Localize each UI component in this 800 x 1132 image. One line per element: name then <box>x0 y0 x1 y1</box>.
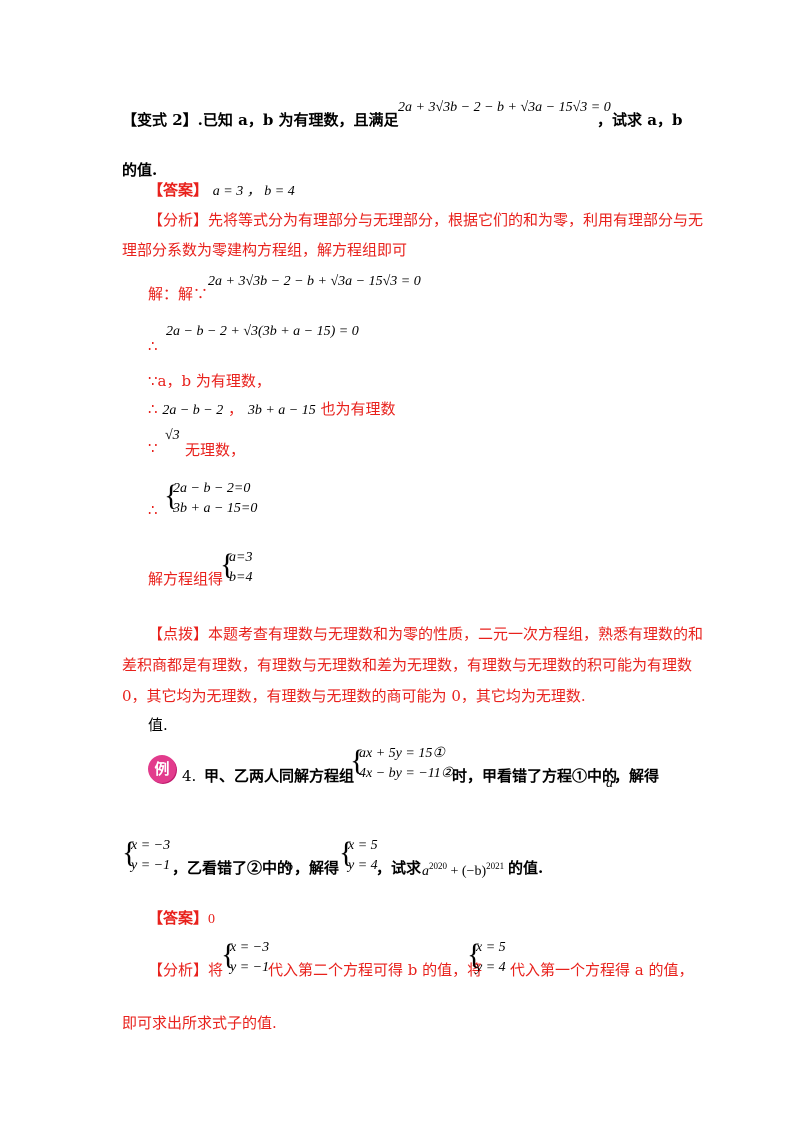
solution-step4: ∴ 2a − b − 2 ， 3b + a − 15 也为有理数 <box>148 399 396 421</box>
example4-var-b: b <box>286 860 293 875</box>
example4-text5: ，解得 <box>294 859 340 877</box>
analysis2-line2: 即可求出所求式子的值. <box>122 1014 277 1032</box>
example-badge: 例 <box>148 755 176 783</box>
example4-text2: 时，甲看错了方程①中的 <box>452 767 618 785</box>
example4-text4: ，乙看错了②中的 <box>172 859 293 877</box>
example4-text7: 的值. <box>508 859 544 877</box>
answer1-value: a = 3 ， b = 4 <box>212 184 295 199</box>
variant2-line2: 的值. <box>122 161 158 179</box>
system2-row1: a=3 <box>229 550 253 565</box>
expr-base1: a <box>422 864 429 879</box>
solution-step4-prefix: ∴ <box>148 400 158 418</box>
analysis2-sysA-row1: x = −3 <box>230 940 270 955</box>
analysis2-sysB-row1: x = 5 <box>476 940 506 955</box>
example4-sysB-row2: y = 4 <box>348 858 378 873</box>
answer2: 【答案】0 <box>148 908 215 930</box>
tip1-line3: 0，其它均为无理数，有理数与无理数的商可能为 0，其它均为无理数. <box>122 687 586 705</box>
expr-exp1: 2020 <box>429 861 447 871</box>
solution-step2-prefix: ∴ <box>148 337 158 355</box>
solution-step4-expr2: 3b + a − 15 <box>247 403 316 418</box>
system2-row2: b=4 <box>229 570 253 585</box>
tip1-line4: 值. <box>148 716 168 734</box>
example4-system: { ax + 5y = 15① 4x − by = −11② <box>350 744 454 781</box>
variant2-equation: 2a + 3√3b − 2 − b + √3a − 15√3 = 0 <box>398 100 611 115</box>
expr-exp2: 2021 <box>486 861 505 871</box>
solution-step5-expr: √3 <box>165 428 180 443</box>
example4-var-a: a <box>606 776 613 791</box>
solution-step4-expr1: 2a − b − 2 <box>162 403 224 418</box>
solution-step1-prefix: 解：解∵ <box>148 285 209 303</box>
analysis2-mid: 代入第二个方程可得 b 的值，将 <box>268 961 483 979</box>
analysis1-line1: 【分析】先将等式分为有理部分与无理部分，根据它们的和为零，利用有理部分与无 <box>148 211 704 229</box>
answer1-label: 【答案】 <box>148 181 209 199</box>
system1-row1: 2a − b − 2=0 <box>173 481 251 496</box>
tip1-line1: 【点拨】本题考查有理数与无理数和为零的性质，二元一次方程组，熟悉有理数的和 <box>148 625 704 643</box>
answer2-value: 0 <box>208 912 216 927</box>
solution-system2: { a=3 b=4 <box>220 548 253 585</box>
example4-sysB-row1: x = 5 <box>348 838 378 853</box>
example4-number: 4. <box>182 767 197 785</box>
example4-system-row1: ax + 5y = 15① <box>359 746 445 761</box>
solution-step4-sep: ， <box>228 400 244 418</box>
solution-step2-eq: 2a − b − 2 + √3(3b + a − 15) = 0 <box>166 324 359 339</box>
solution-step7-prefix: 解方程组得 <box>148 570 224 588</box>
solution-step5-suffix: 无理数， <box>185 441 246 459</box>
tip1-line2: 差积商都是有理数，有理数与无理数和差为无理数，有理数与无理数的积可能为有理数 <box>122 656 693 674</box>
analysis1-line2: 理部分系数为零建构方程组，解方程组即可 <box>122 241 408 259</box>
example4-sysA-row2: y = −1 <box>131 858 171 873</box>
analysis2-sysB: { x = 5 y = 4 <box>467 938 506 975</box>
solution-step5-prefix: ∵ <box>148 439 158 457</box>
expr-mid: + (−b) <box>447 864 487 879</box>
analysis2-sysB-row2: y = 4 <box>476 960 506 975</box>
solution-step4-suffix: 也为有理数 <box>320 400 396 418</box>
solution-step6-prefix: ∴ <box>148 501 158 519</box>
example4-system-row2: 4x − by = −11② <box>359 766 454 781</box>
example4-sysA: { x = −3 y = −1 <box>122 836 171 873</box>
analysis2-sysA: { x = −3 y = −1 <box>221 938 270 975</box>
example4-sysB: { x = 5 y = 4 <box>339 836 378 873</box>
variant2-prefix: 【变式 2】.已知 a，b 为有理数，且满足 <box>122 111 399 129</box>
solution-step3: ∵a，b 为有理数， <box>148 372 271 390</box>
analysis2-sysA-row2: y = −1 <box>230 960 270 975</box>
analysis2-prefix: 【分析】将 <box>148 961 224 979</box>
example4-sysA-row1: x = −3 <box>131 838 171 853</box>
example4-expression: a2020 + (−b)2021 <box>422 856 504 882</box>
solution-step1-eq: 2a + 3√3b − 2 − b + √3a − 15√3 = 0 <box>208 274 421 289</box>
example4-text6: ，试求 <box>376 859 422 877</box>
solution-system1: { 2a − b − 2=0 3b + a − 15=0 <box>164 479 258 516</box>
answer1: 【答案】 a = 3 ， b = 4 <box>148 180 295 202</box>
analysis2-suffix: 代入第一个方程得 a 的值， <box>510 961 694 979</box>
system1-row2: 3b + a − 15=0 <box>173 501 258 516</box>
answer2-label: 【答案】 <box>148 909 209 927</box>
variant2-suffix: ，试求 a，b <box>597 111 683 129</box>
example4-text1: 甲、乙两人同解方程组 <box>204 767 355 785</box>
example4-text3: ，解得 <box>614 767 660 785</box>
